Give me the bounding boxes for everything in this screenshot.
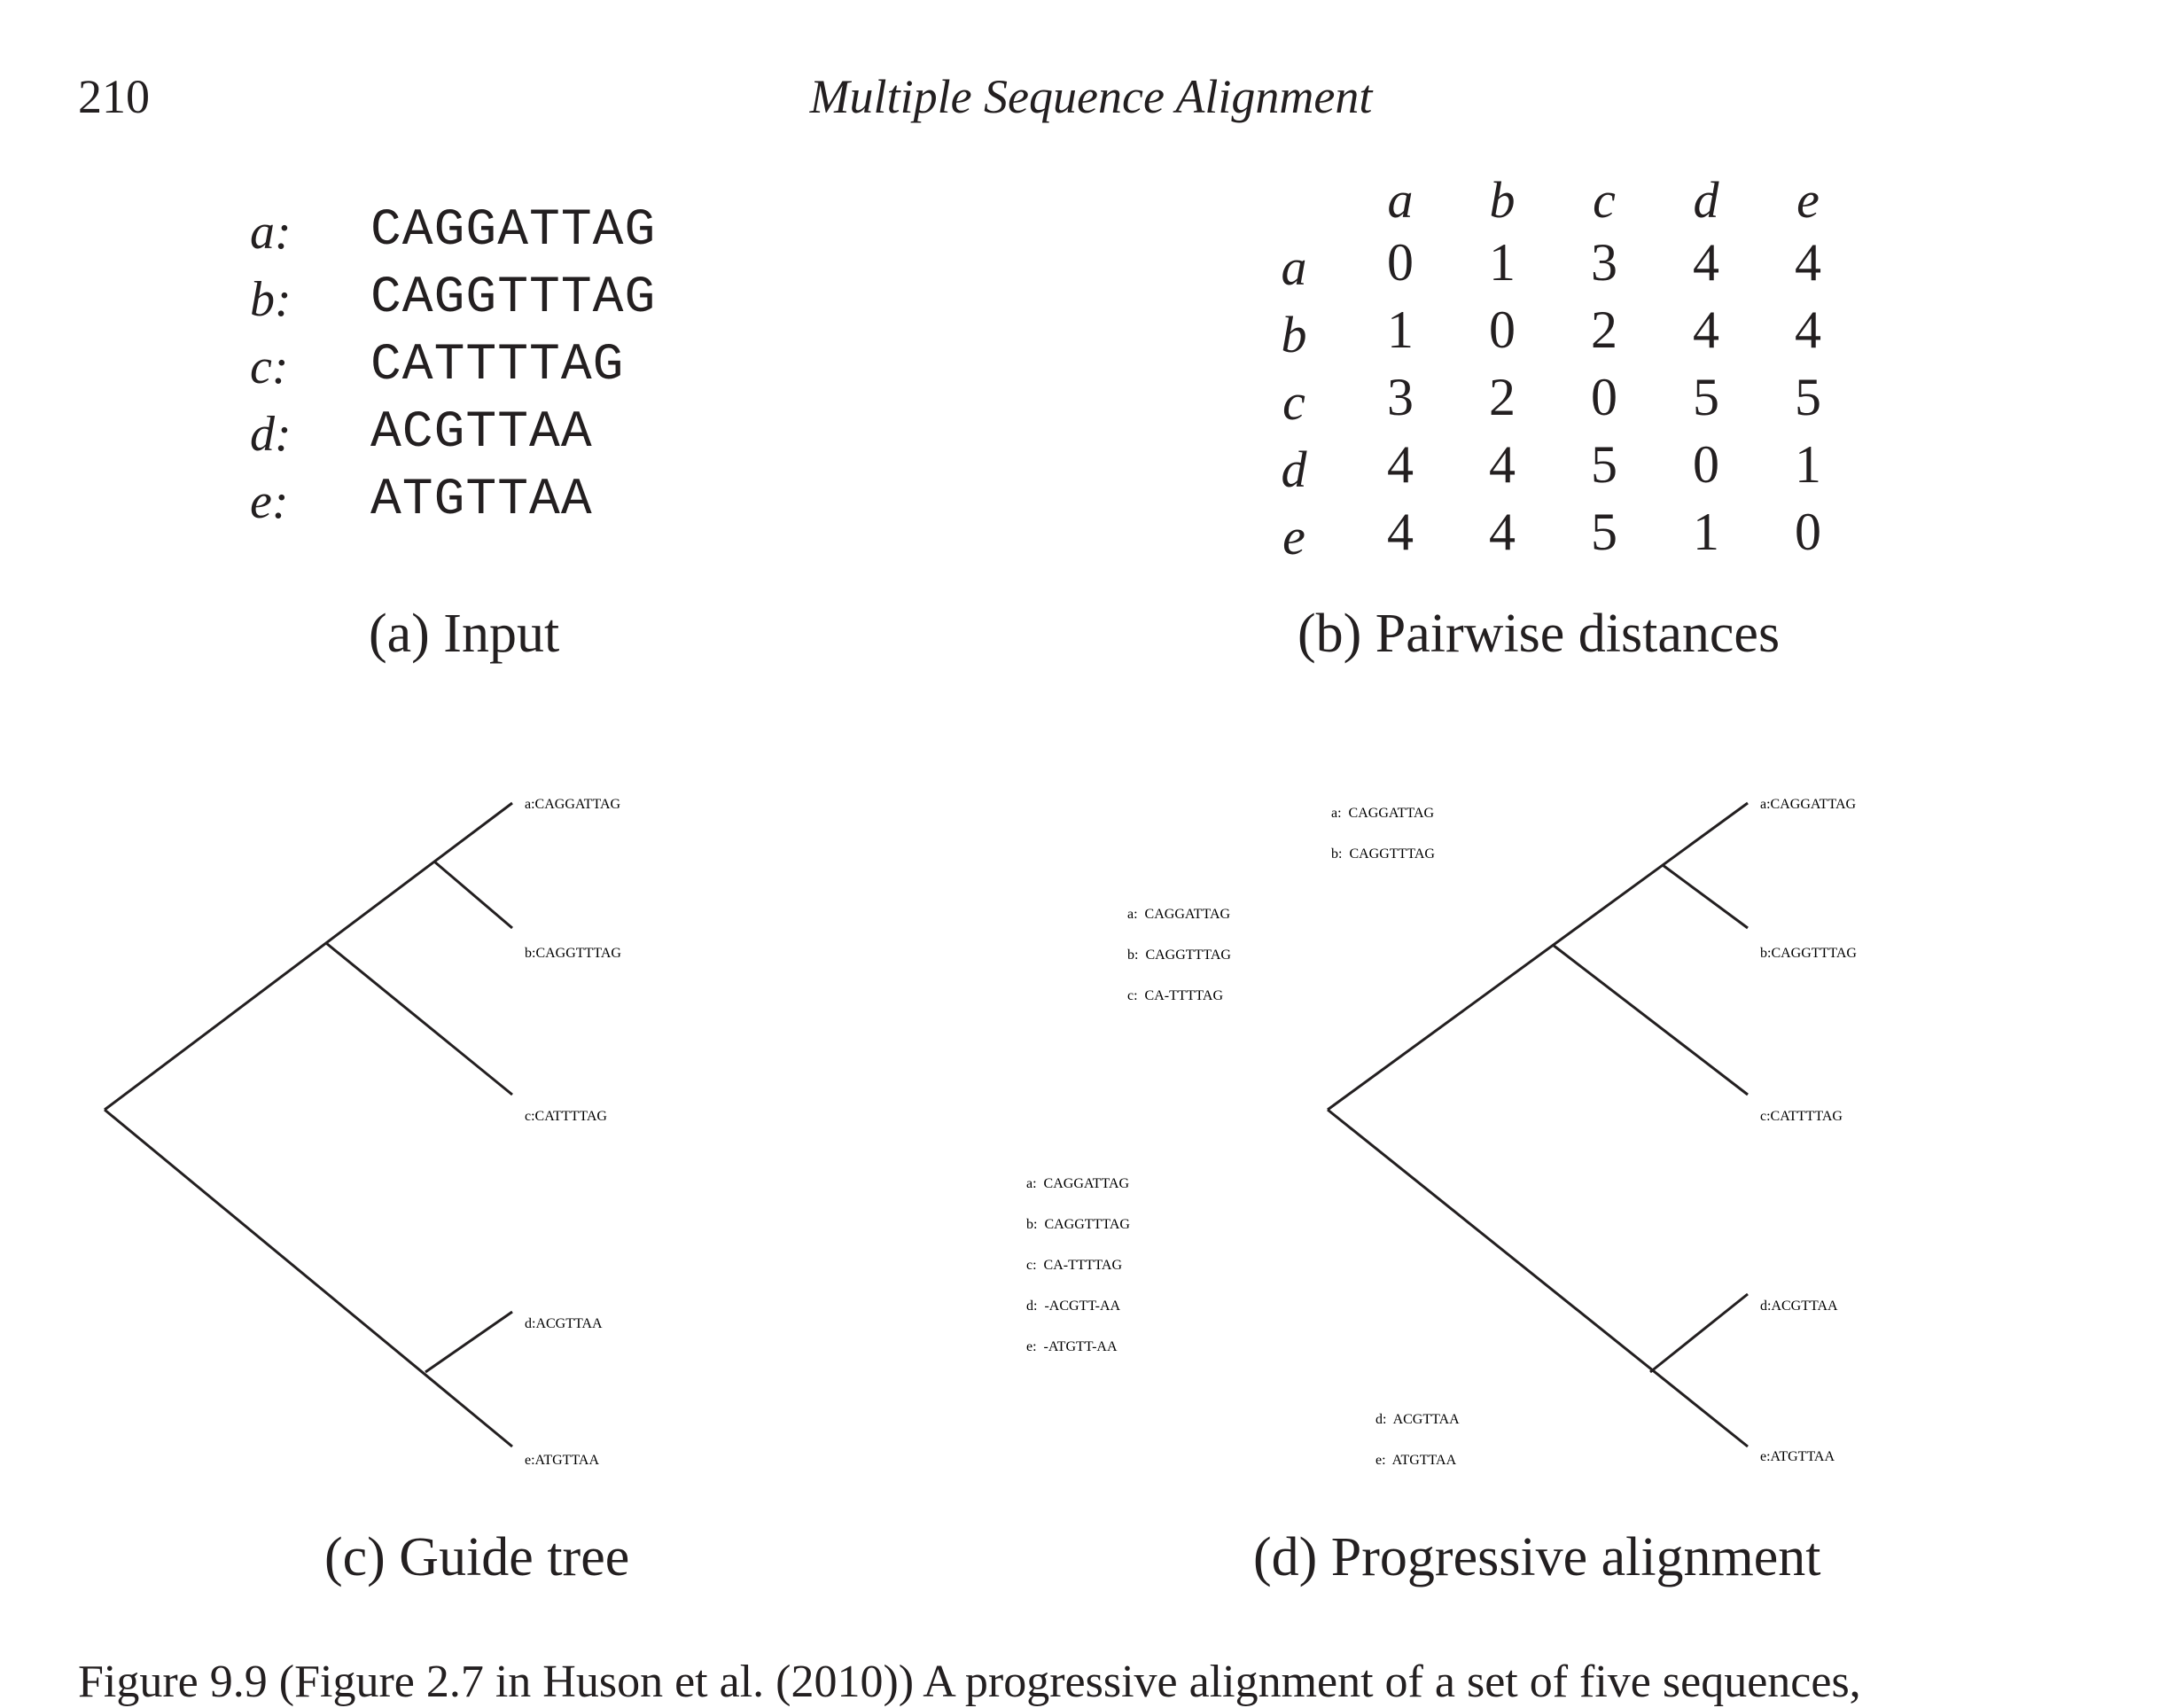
matrix-col-header-c: c: [1593, 171, 1616, 229]
matrix-row-header-b: b: [1281, 306, 1307, 363]
caption-input: (a) Input: [369, 604, 560, 664]
figure-caption: Figure 9.9 (Figure 2.7 in Huson et al. (…: [78, 1657, 1861, 1707]
matrix-col-header-e: e: [1796, 171, 1820, 229]
alignment-all-row-a: a: CAGGATTAG: [1026, 1176, 1129, 1191]
alignment-ab-row-b: b: CAGGTTTAG: [1331, 846, 1435, 862]
guide-leaf-e: e:ATGTTAA: [525, 1453, 599, 1468]
alignment-ab: a: CAGGATTAG b: CAGGTTTAG: [1331, 806, 1435, 862]
prog-tree-edge-root-abc: [1327, 801, 1749, 1111]
alignment-ab-row-a: a: CAGGATTAG: [1331, 806, 1434, 821]
prog-tree-edge-root-de: [1327, 1108, 1749, 1448]
input-seq-c: CATTTTAG: [370, 337, 625, 394]
prog-leaf-b: b:CAGGTTTAG: [1760, 946, 1857, 961]
alignment-abc: a: CAGGATTAG b: CAGGTTTAG c: CA-TTTTAG: [1127, 907, 1231, 1003]
caption-progressive: (d) Progressive alignment: [1253, 1527, 1821, 1587]
input-label-c: c:: [250, 339, 289, 394]
matrix-cell-c-b: 2: [1489, 368, 1516, 426]
matrix-col-header-a: a: [1387, 171, 1414, 229]
matrix-row-header-a: a: [1281, 238, 1307, 296]
guide-leaf-c: c:CATTTTAG: [525, 1109, 607, 1124]
matrix-cell-e-b: 4: [1489, 503, 1516, 561]
matrix-cell-c-e: 5: [1795, 368, 1821, 426]
matrix-cell-a-b: 1: [1489, 233, 1516, 292]
progressive-tree: a:CAGGATTAG b:CAGGTTTAG c:CATTTTAG d:ACG…: [1026, 797, 1857, 1468]
alignment-all: a: CAGGATTAG b: CAGGTTTAG c: CA-TTTTAG d…: [1026, 1176, 1130, 1354]
matrix-col-header-d: d: [1693, 171, 1719, 229]
matrix-col-header-b: b: [1489, 171, 1516, 229]
matrix-cell-b-a: 1: [1387, 300, 1414, 359]
matrix-cell-d-e: 1: [1795, 435, 1821, 494]
input-label-e: e:: [250, 474, 289, 529]
matrix-cell-e-c: 5: [1591, 503, 1617, 561]
input-label-a: a:: [250, 205, 292, 260]
matrix-cell-b-d: 4: [1693, 300, 1719, 359]
input-seq-d: ACGTTAA: [370, 404, 593, 462]
guide-tree-edge-b: [433, 860, 513, 930]
matrix-cell-d-d: 0: [1693, 435, 1719, 494]
prog-leaf-a: a:CAGGATTAG: [1760, 797, 1856, 812]
matrix-cell-a-a: 0: [1387, 233, 1414, 292]
guide-leaf-d: d:ACGTTAA: [525, 1316, 603, 1331]
input-seq-b: CAGGTTTAG: [370, 269, 657, 327]
alignment-abc-row-b: b: CAGGTTTAG: [1127, 948, 1231, 963]
matrix-cell-d-c: 5: [1591, 435, 1617, 494]
matrix-cell-c-a: 3: [1387, 368, 1414, 426]
input-seq-a: CAGGATTAG: [370, 202, 657, 260]
prog-leaf-d: d:ACGTTAA: [1760, 1299, 1838, 1314]
alignment-all-row-e: e: -ATGTT-AA: [1026, 1339, 1118, 1354]
matrix-cell-a-d: 4: [1693, 233, 1719, 292]
prog-tree-edge-b: [1662, 863, 1749, 930]
matrix-cell-a-e: 4: [1795, 233, 1821, 292]
matrix-cell-c-c: 0: [1591, 368, 1617, 426]
prog-leaf-e: e:ATGTTAA: [1760, 1449, 1835, 1464]
alignment-de-row-e: e: ATGTTAA: [1375, 1453, 1457, 1468]
matrix-row-header-e: e: [1282, 508, 1305, 565]
alignment-abc-row-c: c: CA-TTTTAG: [1127, 988, 1223, 1003]
input-label-b: b:: [250, 272, 292, 327]
matrix-cell-c-d: 5: [1693, 368, 1719, 426]
matrix-cell-b-c: 2: [1591, 300, 1617, 359]
alignment-de: d: ACGTTAA e: ATGTTAA: [1375, 1412, 1460, 1468]
matrix-cell-b-b: 0: [1489, 300, 1516, 359]
guide-tree: a:CAGGATTAG b:CAGGTTTAG c:CATTTTAG d:ACG…: [104, 797, 621, 1468]
alignment-de-row-d: d: ACGTTAA: [1375, 1412, 1460, 1427]
matrix-row-header-c: c: [1282, 373, 1305, 431]
matrix-cell-b-e: 4: [1795, 300, 1821, 359]
caption-guide-tree: (c) Guide tree: [324, 1527, 630, 1587]
matrix-cell-d-b: 4: [1489, 435, 1516, 494]
guide-tree-edge-d: [425, 1310, 513, 1374]
alignment-all-row-d: d: -ACGTT-AA: [1026, 1299, 1121, 1314]
prog-tree-edge-d: [1649, 1292, 1749, 1374]
guide-tree-edge-root-de: [104, 1108, 513, 1448]
guide-leaf-a: a:CAGGATTAG: [525, 797, 620, 812]
matrix-row-header-d: d: [1281, 441, 1307, 498]
matrix-cell-d-a: 4: [1387, 435, 1414, 494]
matrix-cell-a-c: 3: [1591, 233, 1617, 292]
alignment-all-row-b: b: CAGGTTTAG: [1026, 1217, 1130, 1232]
caption-distances: (b) Pairwise distances: [1298, 604, 1781, 664]
page-number: 210: [78, 70, 150, 123]
alignment-abc-row-a: a: CAGGATTAG: [1127, 907, 1230, 922]
alignment-all-row-c: c: CA-TTTTAG: [1026, 1258, 1122, 1273]
running-title: Multiple Sequence Alignment: [809, 70, 1373, 123]
matrix-cell-e-e: 0: [1795, 503, 1821, 561]
input-seq-e: ATGTTAA: [370, 472, 593, 529]
guide-leaf-b: b:CAGGTTTAG: [525, 946, 621, 961]
matrix-cell-e-d: 1: [1693, 503, 1719, 561]
prog-tree-edge-c: [1552, 943, 1749, 1096]
guide-tree-edge-root-abc: [104, 801, 513, 1111]
prog-leaf-c: c:CATTTTAG: [1760, 1109, 1843, 1124]
guide-tree-edge-c: [325, 941, 513, 1096]
matrix-cell-e-a: 4: [1387, 503, 1414, 561]
input-label-d: d:: [250, 407, 292, 462]
